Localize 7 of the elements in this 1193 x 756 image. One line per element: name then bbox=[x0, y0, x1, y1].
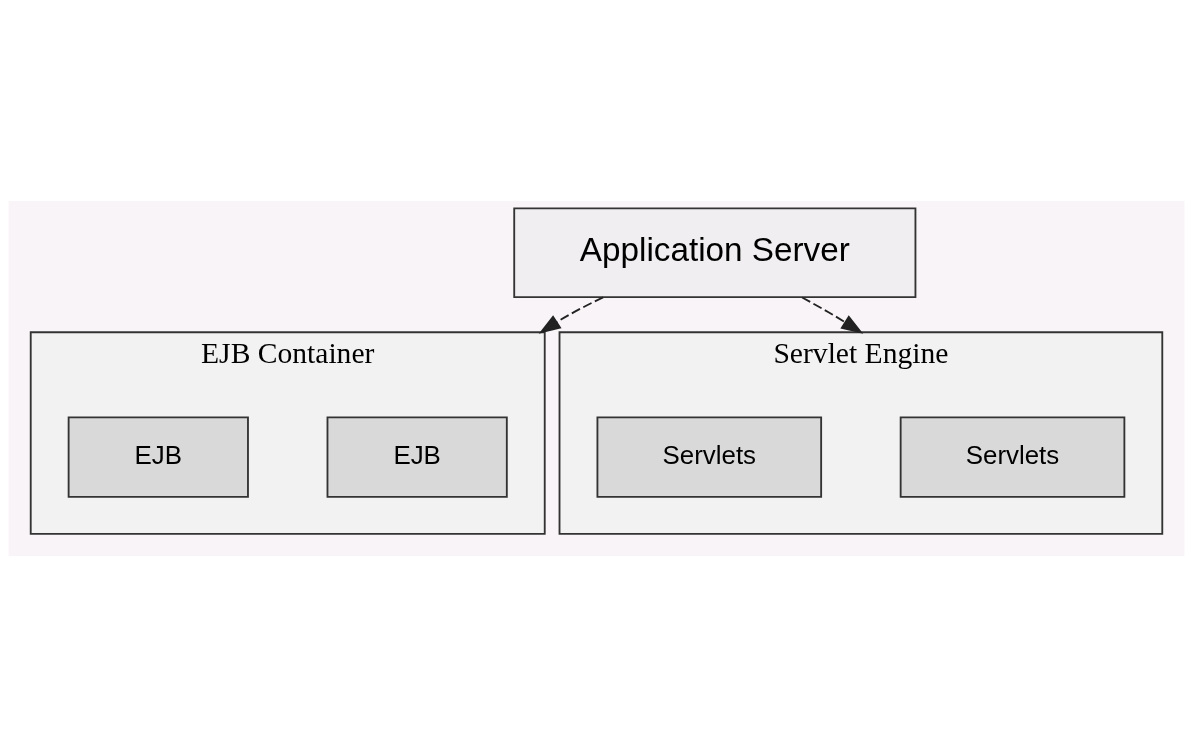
arrow bbox=[538, 295, 605, 334]
node-box: Servlets bbox=[899, 415, 1126, 498]
arrow bbox=[801, 296, 864, 334]
node-box: Application Server bbox=[513, 206, 917, 298]
node-box: EJB bbox=[67, 415, 249, 498]
node-box: Servlets bbox=[596, 415, 823, 498]
node-box: EJB bbox=[326, 415, 508, 498]
